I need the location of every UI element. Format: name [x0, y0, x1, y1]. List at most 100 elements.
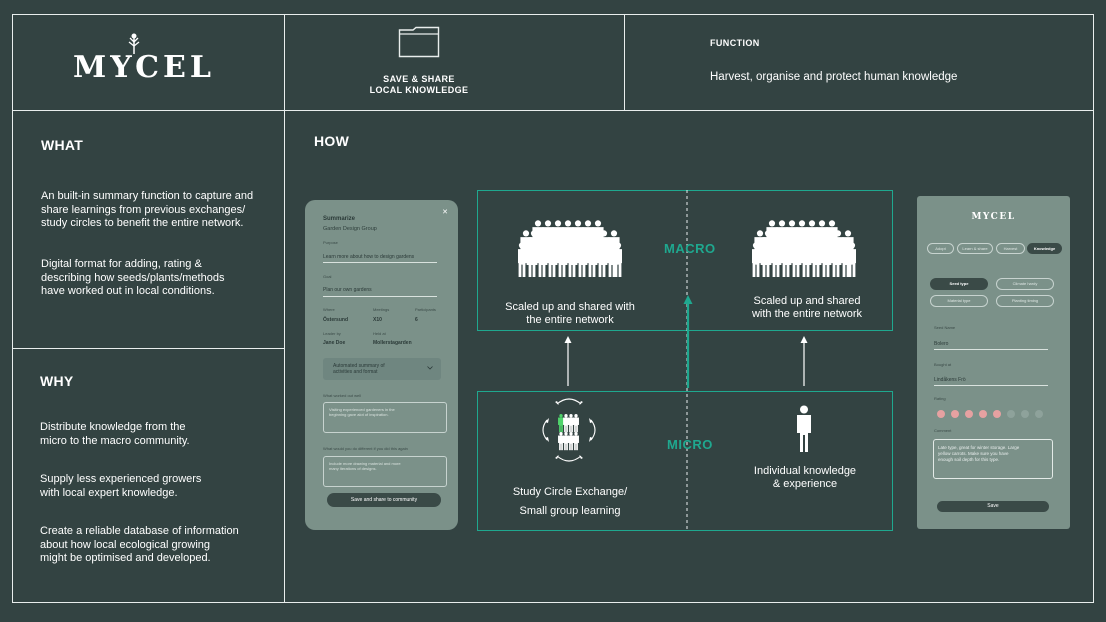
person-icon [820, 242, 832, 278]
person-icon [586, 242, 598, 278]
chip-planting-timing[interactable]: Planting timing [996, 295, 1054, 307]
rating-dot[interactable] [979, 410, 987, 418]
function-panel [624, 14, 1094, 111]
close-icon[interactable]: ✕ [442, 209, 448, 216]
micro-right-caption: Individual knowledge& experience [753, 465, 857, 490]
how-panel [284, 110, 1094, 603]
person-icon [573, 432, 579, 451]
person-icon [556, 242, 568, 278]
meetings-value: X10 [373, 317, 382, 323]
macro-box [477, 190, 893, 331]
tab-harvest[interactable]: Harvest [996, 243, 1025, 254]
why-heading: WHY [40, 373, 74, 389]
rating-dot[interactable] [1021, 410, 1029, 418]
auto-summary-dropdown[interactable]: Automated summary of activities and form… [323, 358, 441, 380]
person-icon [518, 242, 528, 278]
arrows [564, 295, 808, 388]
participants-value: 6 [415, 317, 418, 323]
save-share-title-1: SAVE & SHARE [383, 74, 455, 84]
group-name: Garden Design Group [323, 226, 377, 232]
person-icon [558, 414, 564, 433]
save-share-title-2: LOCAL KNOWLEDGE [369, 85, 469, 95]
person-icon [790, 242, 802, 278]
person-icon [558, 432, 564, 451]
crowd-icon-right [752, 220, 856, 278]
worked-well-textarea[interactable]: Visiting experienced gardeners in the be… [323, 402, 447, 433]
micro-left-caption: Study Circle Exchange/Small group learni… [512, 486, 628, 517]
person-icon [576, 242, 588, 278]
rating-dot[interactable] [951, 410, 959, 418]
function-text: Harvest, organise and protect human know… [710, 71, 958, 83]
comment-textarea[interactable]: Late type, great for winter storage. Lar… [933, 439, 1053, 479]
summarize-title: Summarize [323, 216, 356, 222]
person-icon [573, 414, 579, 433]
rating-dot[interactable] [1007, 410, 1015, 418]
folder-icon [398, 26, 440, 58]
micro-box [477, 391, 893, 531]
person-icon [546, 242, 558, 278]
crowd-icon-left [518, 220, 622, 278]
save-share-panel [284, 14, 625, 111]
person-icon [770, 242, 782, 278]
person-icon [568, 432, 574, 451]
save-button[interactable]: Save [937, 501, 1049, 512]
person-icon [536, 242, 548, 278]
person-icon [752, 242, 762, 278]
person-icon [800, 242, 812, 278]
chip-climate-hardy[interactable]: Climate hardy [996, 278, 1054, 290]
what-paragraph-2: Digital format for adding, rating &descr… [41, 258, 225, 297]
arrow-up-right-icon [800, 336, 808, 386]
rating-dot[interactable] [1035, 410, 1043, 418]
leader-value: Jane Doe [323, 340, 346, 346]
function-heading: FUNCTION [710, 38, 760, 48]
macro-label: MACRO [664, 241, 716, 256]
how-heading: HOW [314, 133, 350, 149]
what-paragraph-1: An built-in summary function to capture … [41, 190, 254, 229]
rating-dot[interactable] [993, 410, 1001, 418]
do-different-textarea[interactable]: Include more drawing material and more m… [323, 456, 447, 487]
person-icon [612, 242, 622, 278]
person-icon [526, 242, 538, 278]
tab-adopt[interactable]: Adopt [927, 243, 954, 254]
person-icon [810, 242, 822, 278]
plant-sprout-icon [128, 33, 140, 54]
chip-material-type[interactable]: Material type [930, 295, 988, 307]
person-icon [596, 242, 608, 278]
bought-at-field[interactable]: Lindåkens Frö [934, 377, 966, 383]
micro-label: MICRO [667, 437, 713, 452]
person-icon [760, 242, 772, 278]
person-icon [830, 242, 842, 278]
knowledge-phone-mockup: MYCEL Adopt Learn & share Harvest Knowle… [917, 196, 1070, 529]
tab-learn-share[interactable]: Learn & share [957, 243, 993, 254]
person-icon [566, 242, 578, 278]
save-share-community-button[interactable]: Save and share to community [327, 493, 441, 507]
host-value: Mollerstagarden [373, 340, 412, 346]
person-icon [568, 414, 574, 433]
summarize-phone-mockup: ✕ Summarize Garden Design Group Purpose … [305, 200, 458, 530]
where-value: Östersund [323, 317, 349, 323]
rating-dot[interactable] [965, 410, 973, 418]
rating-dot[interactable] [937, 410, 945, 418]
chip-seed-type[interactable]: Seed type [930, 278, 988, 290]
purpose-field[interactable]: Learn more about how to design gardens [323, 254, 415, 260]
arrow-up-center-icon [683, 295, 693, 388]
what-heading: WHAT [41, 137, 84, 153]
study-circle-icon [542, 398, 596, 462]
phone-logo: MYCEL [971, 212, 1016, 222]
individual-person-icon [797, 405, 811, 452]
person-icon [563, 414, 569, 433]
arrow-up-left-icon [564, 336, 572, 386]
tab-knowledge[interactable]: Knowledge [1027, 243, 1062, 254]
seed-name-field[interactable]: Bolero [934, 341, 949, 347]
why-paragraph-3: Create a reliable database of informatio… [40, 525, 239, 564]
person-icon [563, 432, 569, 451]
person-icon [846, 242, 856, 278]
mycel-logo: MYCEL [60, 33, 220, 85]
chevron-down-icon [427, 366, 433, 370]
person-icon [780, 242, 792, 278]
goal-field[interactable]: Plan our own gardens [323, 287, 372, 293]
